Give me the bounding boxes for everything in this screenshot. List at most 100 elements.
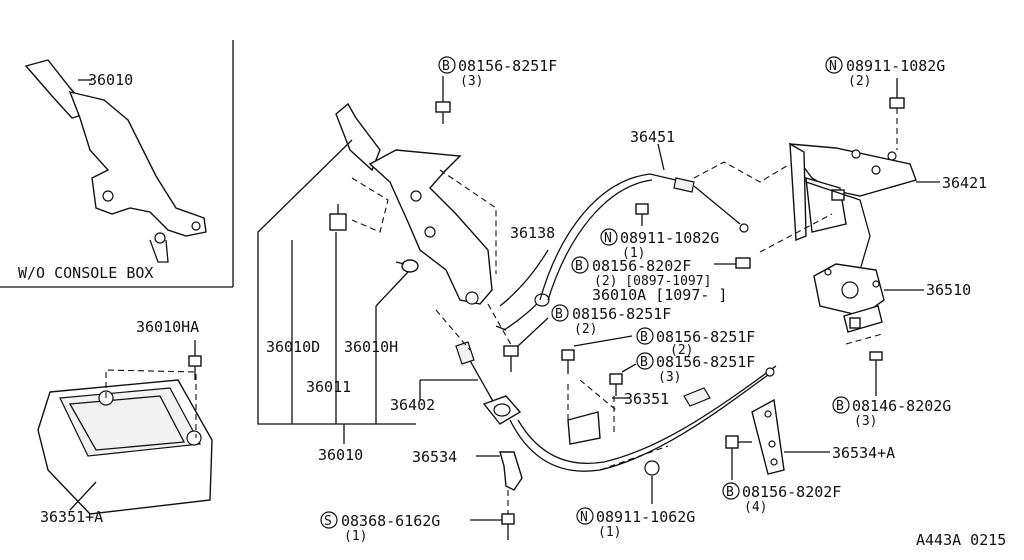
bolt-icon xyxy=(869,351,883,361)
svg-text:08146-8202G: 08146-8202G xyxy=(852,397,951,415)
part-36010-label: 36010 xyxy=(318,446,363,464)
part-36010A-label: 36010A [1097- ] xyxy=(592,286,727,304)
part-36421-label: 36421 xyxy=(942,174,987,192)
pivot-icon xyxy=(191,221,201,231)
diagram-code: A443A 0215 xyxy=(916,531,1006,549)
svg-text:08911-1082G: 08911-1082G xyxy=(620,229,719,247)
bolt-icon xyxy=(503,345,519,357)
fastener-callout: B 08156-8251F (2) xyxy=(551,304,671,337)
svg-text:(1): (1) xyxy=(344,529,367,544)
bolt-icon xyxy=(609,373,623,385)
bracket-36534: 36534 xyxy=(412,448,523,540)
svg-text:08156-8251F: 08156-8251F xyxy=(656,353,755,371)
part-36510-label: 36510 xyxy=(926,281,971,299)
nut-icon xyxy=(889,97,905,109)
svg-text:08156-8251F: 08156-8251F xyxy=(656,328,755,346)
fastener-type-badge xyxy=(825,56,843,74)
nut-icon xyxy=(635,203,649,215)
cover-36351: 36351 xyxy=(561,335,669,445)
part-36351-label: 36351 xyxy=(624,390,669,408)
svg-text:08156-8251F: 08156-8251F xyxy=(458,57,557,75)
fastener-callout: N 08911-1082G (2) xyxy=(825,56,945,89)
bolt-icon xyxy=(435,101,451,113)
fastener-type-badge xyxy=(571,256,589,274)
part-36010HA-label: 36010HA xyxy=(136,318,199,336)
bracket-36534A: 36534+A xyxy=(725,398,895,480)
part-36011-label: 36011 xyxy=(306,378,351,396)
inset-part-number: 36010 xyxy=(88,71,133,89)
bolt-icon xyxy=(725,435,739,449)
misc-fasteners xyxy=(635,203,751,504)
svg-text:(3): (3) xyxy=(854,414,877,429)
fastener-callout: B 08156-8202F (2) [0897-1097] xyxy=(571,256,711,289)
bracket-36510: 36510 xyxy=(813,263,971,396)
svg-text:B: B xyxy=(555,307,563,322)
svg-text:B: B xyxy=(442,59,450,74)
bolt-icon xyxy=(735,257,751,269)
svg-text:B: B xyxy=(640,355,648,370)
svg-text:B: B xyxy=(575,259,583,274)
fastener-type-badge xyxy=(600,228,618,246)
cable-36138: 36138 xyxy=(495,224,555,331)
part-36534A-label: 36534+A xyxy=(832,444,895,462)
svg-text:N: N xyxy=(829,59,837,74)
svg-text:B: B xyxy=(640,330,648,345)
hole-icon xyxy=(841,281,859,299)
clip-hole-icon xyxy=(186,430,202,446)
svg-text:(2) [0897-1097]: (2) [0897-1097] xyxy=(594,274,711,289)
nut-icon xyxy=(644,460,660,476)
svg-text:B: B xyxy=(836,399,844,414)
svg-text:08368-6162G: 08368-6162G xyxy=(341,512,440,530)
fastener-callout: B 08156-8251F (3) xyxy=(438,56,557,89)
svg-text:(1): (1) xyxy=(622,246,645,261)
fastener-callout: N 08911-1062G (1) xyxy=(576,507,695,540)
svg-text:(3): (3) xyxy=(658,370,681,385)
bracket-36421: 36421 xyxy=(759,78,987,271)
svg-text:N: N xyxy=(604,231,612,246)
svg-text:08156-8251F: 08156-8251F xyxy=(572,305,671,323)
lever-grip xyxy=(335,102,381,172)
fastener-callout: B 08156-8251F (2) xyxy=(636,327,755,358)
svg-text:08911-1082G: 08911-1082G xyxy=(846,57,945,75)
part-36351A-label: 36351+A xyxy=(40,508,103,526)
fastener-callout: N 08911-1082G (1) xyxy=(600,228,719,261)
fastener-type-badge xyxy=(636,327,654,345)
bolt-icon xyxy=(401,259,419,273)
svg-text:(2): (2) xyxy=(848,74,871,89)
fastener-callout: B 08146-8202G (3) xyxy=(832,396,951,429)
pivot-icon xyxy=(424,226,436,238)
fastener-type-badge xyxy=(636,352,654,370)
svg-text:(2): (2) xyxy=(670,343,693,358)
bolt-icon xyxy=(561,349,575,361)
fastener-type-badge xyxy=(722,482,740,500)
part-36010H-label: 36010H xyxy=(344,338,398,356)
part-36010D-label: 36010D xyxy=(266,338,320,356)
pivot-icon xyxy=(154,232,166,244)
fastener-callout: B 08156-8202F (4) xyxy=(722,482,841,515)
part-36451-label: 36451 xyxy=(630,128,675,146)
fastener-type-badge xyxy=(551,304,569,322)
inset-caption: W/O CONSOLE BOX xyxy=(18,264,153,282)
screw-icon xyxy=(501,513,515,525)
clip-icon xyxy=(329,213,347,231)
svg-text:B: B xyxy=(726,485,734,500)
fastener-type-badge xyxy=(438,56,456,74)
inset-panel: 36010 W/O CONSOLE BOX xyxy=(0,40,234,288)
fastener-callout: S 08368-6162G (1) xyxy=(320,511,440,544)
rear-cables: 36451 xyxy=(509,128,791,472)
part-36534-label: 36534 xyxy=(412,448,457,466)
svg-text:N: N xyxy=(580,510,588,525)
svg-text:08156-8202F: 08156-8202F xyxy=(742,483,841,501)
pivot-icon xyxy=(410,190,422,202)
fastener-type-badge xyxy=(832,396,850,414)
console-box: 36010HA 36351+A xyxy=(37,318,213,526)
pivot-icon xyxy=(465,291,479,305)
svg-text:(2): (2) xyxy=(574,322,597,337)
fastener-type-badge xyxy=(576,507,594,525)
svg-text:(1): (1) xyxy=(598,525,621,540)
svg-text:(3): (3) xyxy=(460,74,483,89)
lever-body-inset xyxy=(68,91,207,237)
front-cable: 36402 xyxy=(390,303,549,425)
pivot-icon xyxy=(102,190,114,202)
